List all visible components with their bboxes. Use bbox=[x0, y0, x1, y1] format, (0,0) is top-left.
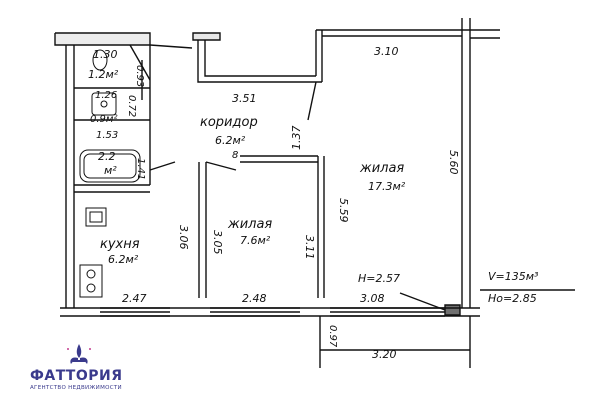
window-small-room bbox=[210, 307, 300, 317]
wc-area: 1.2м² bbox=[88, 68, 119, 81]
stove-icon bbox=[79, 264, 103, 298]
bathtub-icon bbox=[79, 149, 141, 183]
dim-3-05: 3.05 bbox=[211, 230, 224, 255]
corridor-area: 6.2м² bbox=[215, 134, 246, 147]
door-large-room bbox=[307, 81, 317, 121]
wall-large-room-right bbox=[461, 18, 500, 308]
dim-0-97: 0.97 bbox=[327, 325, 338, 348]
bath-area-unit: м² bbox=[104, 164, 117, 177]
dim-1-37: 1.37 bbox=[290, 126, 303, 151]
dim-8: 8 bbox=[232, 150, 238, 161]
dim-5-60: 5.60 bbox=[447, 150, 460, 175]
wall-corridor-top-left bbox=[192, 32, 221, 41]
wall-top-left bbox=[54, 32, 151, 46]
dim-3-06: 3.06 bbox=[177, 225, 190, 250]
dim-3-08: 3.08 bbox=[360, 292, 385, 305]
ceiling-height: H=2.57 bbox=[358, 272, 400, 285]
agency-logo: ФАТТОРИЯ АГЕНТСТВО НЕДВИЖИМОСТИ bbox=[8, 342, 158, 396]
dim-0-72: 0.72 bbox=[126, 95, 137, 117]
wall-large-room-top bbox=[315, 29, 470, 82]
kitchen-name: кухня bbox=[100, 237, 140, 252]
ho-height: Ho=2.85 bbox=[488, 292, 537, 305]
dim-1-53: 1.53 bbox=[96, 130, 118, 141]
small-room-area: 7.6м² bbox=[240, 234, 271, 247]
toilet-icon bbox=[92, 49, 108, 71]
dim-1-41: 1.41 bbox=[135, 158, 146, 180]
leader-line bbox=[399, 292, 446, 311]
logo-name: ФАТТОРИЯ bbox=[30, 368, 123, 384]
dim-3-10: 3.10 bbox=[374, 45, 399, 58]
wall-left bbox=[65, 45, 75, 308]
dim-0-93: 0.93 bbox=[134, 65, 145, 87]
wall-corridor-top bbox=[149, 40, 322, 83]
window-kitchen bbox=[100, 307, 170, 317]
logo-tagline: АГЕНТСТВО НЕДВИЖИМОСТИ bbox=[30, 385, 122, 391]
fixtures bbox=[79, 49, 141, 298]
wall-large-room-left bbox=[317, 156, 325, 298]
volume: V=135м³ bbox=[488, 270, 539, 283]
bath-sink-area: 0.9м² bbox=[90, 114, 117, 125]
wall-kitchen-top bbox=[74, 161, 176, 193]
labels: коридор 6.2м² жилая 17.3м² жилая 7.6м² к… bbox=[88, 45, 539, 361]
dim-1-26: 1.26 bbox=[95, 90, 117, 101]
large-room-name: жилая bbox=[359, 161, 404, 176]
dim-3-20: 3.20 bbox=[372, 348, 397, 361]
wall-small-room-left bbox=[198, 162, 207, 298]
dim-5-59: 5.59 bbox=[337, 198, 350, 223]
dim-2-47: 2.47 bbox=[122, 292, 147, 305]
walls bbox=[54, 18, 575, 368]
kitchen-area: 6.2м² bbox=[108, 253, 139, 266]
large-room-area: 17.3м² bbox=[368, 180, 406, 193]
door-wc bbox=[129, 44, 151, 81]
dim-2-48: 2.48 bbox=[242, 292, 267, 305]
corridor-name: коридор bbox=[200, 115, 258, 130]
dim-3-11: 3.11 bbox=[303, 235, 316, 260]
bath-area: 2.2 bbox=[98, 150, 116, 163]
wall-wc-bottom bbox=[74, 87, 150, 121]
fleur-de-lis-icon bbox=[67, 344, 91, 364]
wall-corridor-bottom bbox=[205, 155, 318, 171]
kitchen-sink-icon bbox=[85, 207, 107, 227]
window-large-room bbox=[330, 307, 445, 317]
small-room-name: жилая bbox=[227, 217, 272, 232]
dim-1-30: 1.30 bbox=[93, 48, 118, 61]
vent-block bbox=[444, 304, 461, 316]
sink-icon bbox=[91, 92, 117, 116]
dim-3-51: 3.51 bbox=[232, 92, 257, 105]
balcony-outline bbox=[319, 316, 471, 368]
